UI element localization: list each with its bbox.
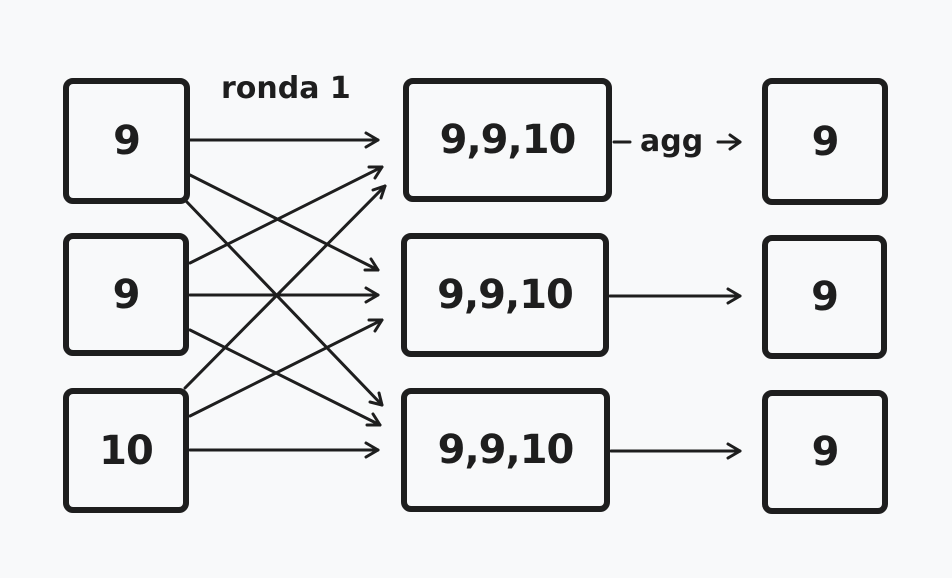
- gathered-node-1: 9,9,10: [403, 78, 612, 202]
- arrowhead-in2-mid3: [365, 412, 382, 427]
- gathered-node-2: 9,9,10: [401, 233, 609, 357]
- input-node-1: 9: [63, 78, 190, 204]
- agg-label: agg: [640, 124, 704, 159]
- edge-in2-mid3: [188, 328, 382, 427]
- arrowhead-in3-mid1: [371, 184, 387, 200]
- output-node-3: 9: [762, 390, 888, 514]
- edge-in2-mid1: [188, 165, 384, 265]
- arrowhead-in2-mid1: [367, 165, 384, 180]
- arrowhead-in2-mid2: [364, 286, 380, 304]
- output-node-2: 9: [762, 235, 887, 359]
- edge-in3-mid2: [188, 318, 384, 418]
- arrowhead-mid1-out1: [728, 133, 742, 151]
- gathered-node-3: 9,9,10: [401, 388, 610, 512]
- arrowhead-in3-mid3: [364, 441, 380, 459]
- arrowhead-mid3-out3: [726, 442, 742, 460]
- edge-in1-mid3: [183, 198, 384, 407]
- input-node-3: 10: [63, 388, 189, 513]
- edge-in3-mid1: [183, 184, 387, 390]
- arrowhead-in1-mid2: [363, 257, 380, 272]
- input-node-2: 9: [63, 233, 189, 356]
- arrowhead-in3-mid2: [367, 318, 384, 333]
- arrowhead-in1-mid3: [368, 391, 384, 407]
- arrowhead-mid2-out2: [726, 287, 742, 305]
- edge-in1-mid2: [188, 173, 380, 272]
- round-label: ronda 1: [221, 71, 351, 106]
- arrowhead-in1-mid1: [364, 131, 380, 149]
- output-node-1: 9: [762, 78, 888, 205]
